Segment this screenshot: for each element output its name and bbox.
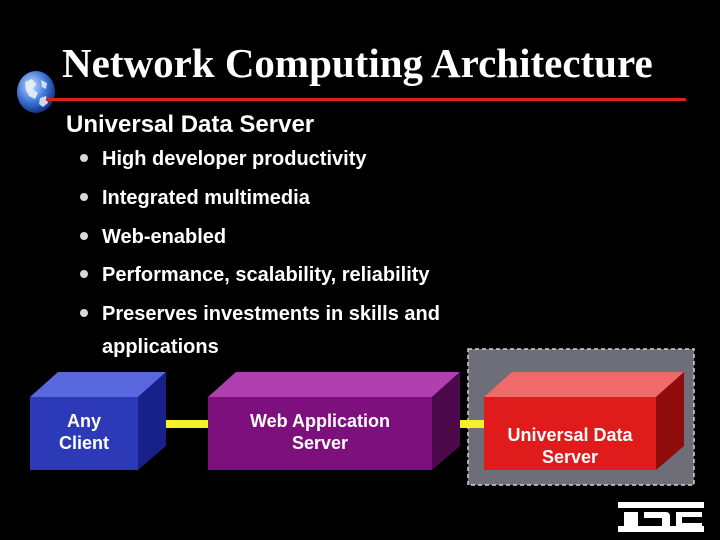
slide-title: Network Computing Architecture	[62, 40, 653, 86]
node-label-line: Server	[291, 433, 349, 453]
bullet-text: High developer productivity	[102, 148, 367, 170]
bullet-text: Preserves investments in skills and appl…	[102, 303, 440, 358]
connector-client-web	[150, 420, 208, 428]
node-label-line: Server	[541, 447, 599, 467]
bullet-dot-icon	[80, 232, 88, 240]
bullet-dot-icon	[80, 154, 88, 162]
bullet-text: Performance, scalability, reliability	[102, 264, 430, 286]
title-underline	[46, 98, 686, 101]
node-any-client	[30, 372, 166, 470]
node-label-line: Client	[58, 433, 109, 453]
bullet-text: Integrated multimedia	[102, 187, 310, 209]
node-label: Universal Data Server	[484, 424, 656, 468]
bullet-text: Web-enabled	[102, 226, 227, 248]
node-label: Web Application Server	[208, 410, 432, 454]
globe-icon	[17, 71, 55, 113]
node-label-line: Web Application	[249, 411, 390, 431]
bullet-dot-icon	[80, 309, 88, 317]
node-universal-data-server	[484, 372, 684, 470]
slide-subtitle: Universal Data Server	[66, 111, 315, 138]
node-label: Any Client	[30, 410, 138, 454]
bullet-dot-icon	[80, 270, 88, 278]
node-label-line: Any	[66, 411, 101, 431]
node-web-application-server	[208, 372, 460, 470]
bullet-dot-icon	[80, 193, 88, 201]
company-logo	[618, 502, 704, 532]
node-label-line: Universal Data	[507, 425, 633, 445]
